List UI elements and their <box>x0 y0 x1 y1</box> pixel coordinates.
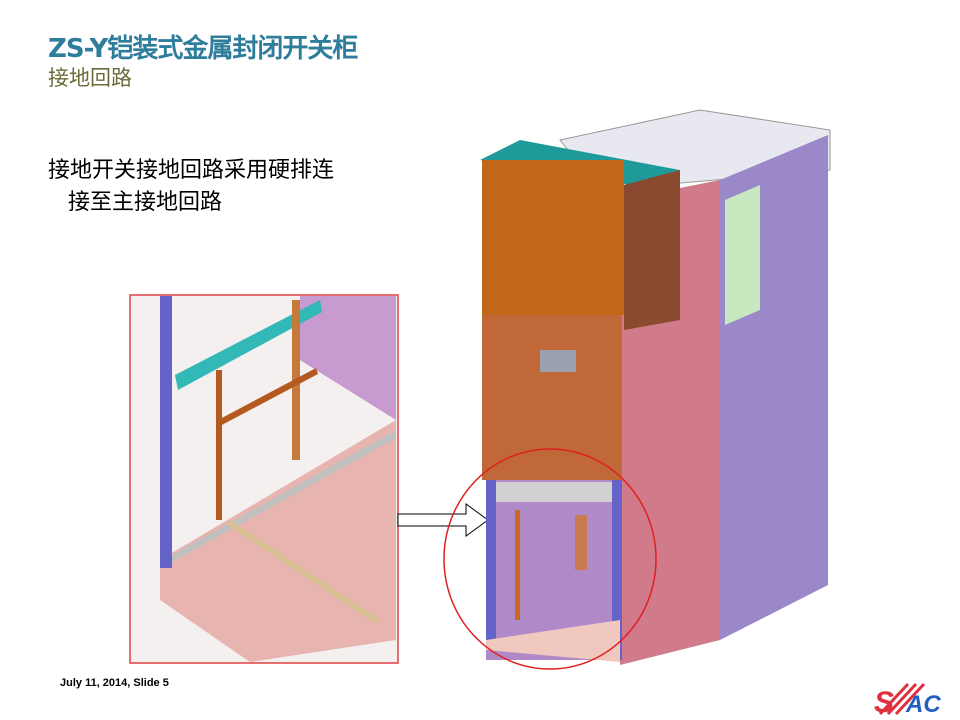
switchgear-cabinet <box>480 109 831 665</box>
svg-text:AC: AC <box>905 691 941 716</box>
slide-footer: July 11, 2014, Slide 5 <box>60 677 169 689</box>
arrow-icon <box>397 503 489 537</box>
sac-logo: S AC <box>870 680 955 720</box>
highlight-circle <box>443 448 657 670</box>
body-text-line-1: 接地开关接地回路采用硬排连 <box>48 158 335 183</box>
slide-title: ZS-Y铠装式金属封闭开关柜 <box>48 34 358 64</box>
inset-detail-image <box>129 294 399 664</box>
slide-subtitle: 接地回路 <box>48 66 132 90</box>
svg-text:S: S <box>874 686 894 716</box>
body-text-line-2: 接至主接地回路 <box>68 190 223 215</box>
